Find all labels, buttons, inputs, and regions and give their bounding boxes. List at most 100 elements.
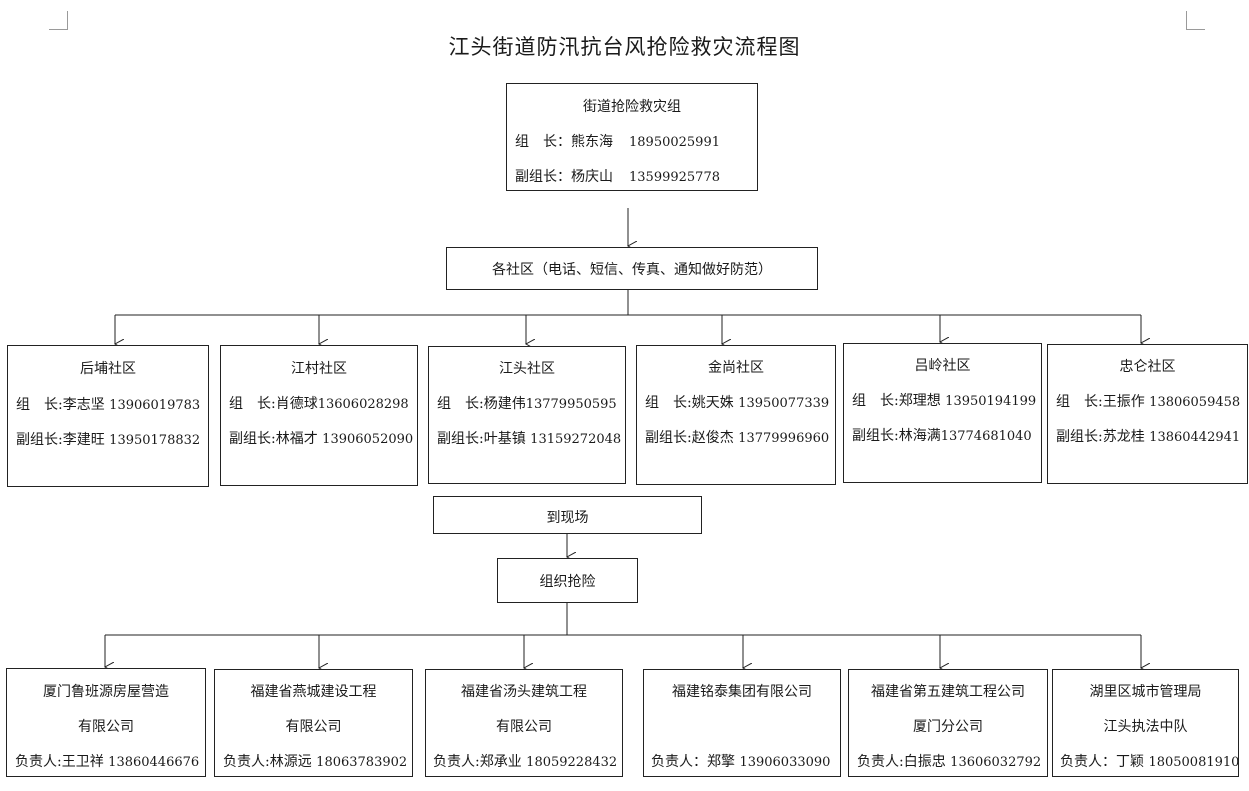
rescue-group-leader: 组 长：熊东海 18950025991 bbox=[515, 131, 720, 151]
deputy-name: 副组长:林海满 bbox=[852, 428, 941, 444]
rescue-group-name: 街道抢险救灾组 bbox=[583, 99, 681, 115]
community-name: 后埔社区 bbox=[80, 361, 136, 377]
to-site-box: 到现场 bbox=[433, 496, 702, 534]
company-contact: 负责人：丁颖 18050081910 bbox=[1060, 751, 1239, 771]
deputy-phone: 13906052090 bbox=[322, 432, 414, 447]
company-name-line1: 福建省汤头建筑工程 bbox=[461, 684, 587, 700]
leader-name: 组 长:李志坚 bbox=[16, 397, 105, 413]
community-box: 江头社区 组 长:杨建伟13779950595 副组长:叶基镇 13159272… bbox=[428, 346, 626, 484]
community-box: 江村社区 组 长:肖德球13606028298 副组长:林福才 13906052… bbox=[220, 345, 418, 486]
leader-phone: 18950025991 bbox=[629, 135, 720, 150]
notify-text: 各社区（电话、短信、传真、通知做好防范） bbox=[492, 262, 772, 278]
leader-name: 组 长:王振作 bbox=[1056, 394, 1145, 410]
company-name-line1: 福建省燕城建设工程 bbox=[250, 684, 377, 700]
deputy-name: 副组长:苏龙桂 bbox=[1056, 429, 1145, 445]
community-box: 后埔社区 组 长:李志坚 13906019783 副组长:李建旺 1395017… bbox=[7, 345, 209, 487]
leader-phone: 13606028298 bbox=[317, 397, 409, 412]
contact-name: 负责人：丁颖 bbox=[1060, 754, 1144, 770]
company-name-line2: 厦门分公司 bbox=[913, 719, 983, 735]
contact-phone: 18063783902 bbox=[316, 755, 408, 770]
rescue-group-deputy: 副组长：杨庆山 13599925778 bbox=[515, 166, 720, 186]
leader-name: 组 长:杨建伟 bbox=[437, 396, 526, 412]
deputy-name: 副组长:赵俊杰 bbox=[645, 430, 734, 446]
contact-phone: 13606032792 bbox=[950, 755, 1042, 770]
community-deputy: 副组长:苏龙桂 13860442941 bbox=[1056, 426, 1240, 446]
leader-name: 熊东海 bbox=[571, 134, 613, 150]
company-name-line1: 福建省第五建筑工程公司 bbox=[871, 684, 1025, 700]
leader-phone: 13806059458 bbox=[1149, 395, 1241, 410]
contact-name: 负责人:王卫祥 bbox=[15, 754, 104, 770]
contact-name: 负责人:郑承业 bbox=[433, 754, 522, 770]
community-leader: 组 长:郑理想 13950194199 bbox=[852, 390, 1036, 410]
company-contact: 负责人:林源远 18063783902 bbox=[223, 751, 407, 771]
leader-phone: 13906019783 bbox=[109, 398, 201, 413]
leader-phone: 13950077339 bbox=[738, 396, 830, 411]
contact-name: 负责人:白振忠 bbox=[857, 754, 946, 770]
company-contact: 负责人:王卫祥 13860446676 bbox=[15, 751, 199, 771]
deputy-phone: 13860442941 bbox=[1149, 430, 1241, 445]
company-box: 厦门鲁班源房屋营造 有限公司 负责人:王卫祥 13860446676 bbox=[6, 668, 206, 777]
contact-name: 负责人：郑擎 bbox=[651, 754, 735, 770]
community-box: 忠仑社区 组 长:王振作 13806059458 副组长:苏龙桂 1386044… bbox=[1047, 344, 1248, 484]
crop-mark-top-left bbox=[49, 11, 68, 30]
company-box: 福建铭泰集团有限公司 负责人：郑擎 13906033090 bbox=[643, 669, 841, 777]
deputy-phone: 13950178832 bbox=[109, 433, 201, 448]
company-box: 福建省燕城建设工程 有限公司 负责人:林源远 18063783902 bbox=[214, 669, 413, 777]
leader-name: 组 长:郑理想 bbox=[852, 393, 941, 409]
leader-phone: 13779950595 bbox=[525, 397, 617, 412]
community-deputy: 副组长:叶基镇 13159272048 bbox=[437, 428, 621, 448]
company-name-line2: 有限公司 bbox=[285, 719, 342, 735]
company-contact: 负责人:郑承业 18059228432 bbox=[433, 751, 617, 771]
organize-box: 组织抢险 bbox=[497, 558, 638, 603]
community-name: 江村社区 bbox=[291, 361, 347, 377]
community-leader: 组 长:肖德球13606028298 bbox=[229, 393, 409, 413]
company-box: 湖里区城市管理局 江头执法中队 负责人：丁颖 18050081910 bbox=[1052, 669, 1239, 777]
contact-phone: 13906033090 bbox=[739, 755, 831, 770]
deputy-name: 副组长:林福才 bbox=[229, 431, 318, 447]
community-leader: 组 长:姚天姝 13950077339 bbox=[645, 392, 829, 412]
to-site-text: 到现场 bbox=[546, 510, 589, 526]
deputy-name: 副组长:李建旺 bbox=[16, 432, 105, 448]
deputy-phone: 13779996960 bbox=[738, 431, 830, 446]
contact-name: 负责人:林源远 bbox=[223, 754, 312, 770]
organize-text: 组织抢险 bbox=[539, 574, 596, 590]
leader-name: 组 长:肖德球 bbox=[229, 396, 318, 412]
community-deputy: 副组长:李建旺 13950178832 bbox=[16, 429, 200, 449]
community-leader: 组 长:王振作 13806059458 bbox=[1056, 391, 1240, 411]
deputy-phone: 13599925778 bbox=[629, 170, 720, 185]
company-name-line1: 福建铭泰集团有限公司 bbox=[672, 684, 812, 700]
deputy-phone: 13774681040 bbox=[940, 429, 1032, 444]
page-title: 江头街道防汛抗台风抢险救灾流程图 bbox=[448, 35, 801, 59]
community-name: 江头社区 bbox=[499, 361, 555, 377]
company-name-line1: 湖里区城市管理局 bbox=[1089, 684, 1202, 700]
community-name: 吕岭社区 bbox=[914, 358, 971, 374]
community-name: 忠仑社区 bbox=[1119, 359, 1176, 375]
community-box: 吕岭社区 组 长:郑理想 13950194199 副组长:林海满13774681… bbox=[843, 343, 1042, 483]
crop-mark-top-right bbox=[1186, 11, 1205, 30]
contact-phone: 13860446676 bbox=[108, 755, 200, 770]
community-box: 金尚社区 组 长:姚天姝 13950077339 副组长:赵俊杰 1377999… bbox=[636, 345, 836, 485]
company-name-line2: 有限公司 bbox=[78, 719, 134, 735]
contact-phone: 18059228432 bbox=[526, 755, 618, 770]
notify-box: 各社区（电话、短信、传真、通知做好防范） bbox=[446, 247, 818, 290]
deputy-phone: 13159272048 bbox=[530, 432, 622, 447]
leader-name: 组 长:姚天姝 bbox=[645, 395, 734, 411]
community-deputy: 副组长:赵俊杰 13779996960 bbox=[645, 427, 829, 447]
contact-phone: 18050081910 bbox=[1148, 755, 1240, 770]
company-box: 福建省汤头建筑工程 有限公司 负责人:郑承业 18059228432 bbox=[425, 669, 623, 777]
leader-label: 组 长： bbox=[515, 134, 571, 150]
company-contact: 负责人:白振忠 13606032792 bbox=[857, 751, 1041, 771]
leader-phone: 13950194199 bbox=[945, 394, 1037, 409]
company-name-line2: 江头执法中队 bbox=[1103, 719, 1188, 735]
company-contact: 负责人：郑擎 13906033090 bbox=[651, 751, 830, 771]
rescue-group-box: 街道抢险救灾组 组 长：熊东海 18950025991 副组长：杨庆山 135999… bbox=[506, 83, 758, 191]
company-name-line1: 厦门鲁班源房屋营造 bbox=[43, 684, 169, 700]
community-deputy: 副组长:林海满13774681040 bbox=[852, 425, 1032, 445]
community-deputy: 副组长:林福才 13906052090 bbox=[229, 428, 413, 448]
deputy-label: 副组长： bbox=[515, 169, 571, 185]
community-name: 金尚社区 bbox=[708, 360, 764, 376]
deputy-name: 杨庆山 bbox=[571, 169, 613, 185]
deputy-name: 副组长:叶基镇 bbox=[437, 431, 526, 447]
community-leader: 组 长:李志坚 13906019783 bbox=[16, 394, 200, 414]
